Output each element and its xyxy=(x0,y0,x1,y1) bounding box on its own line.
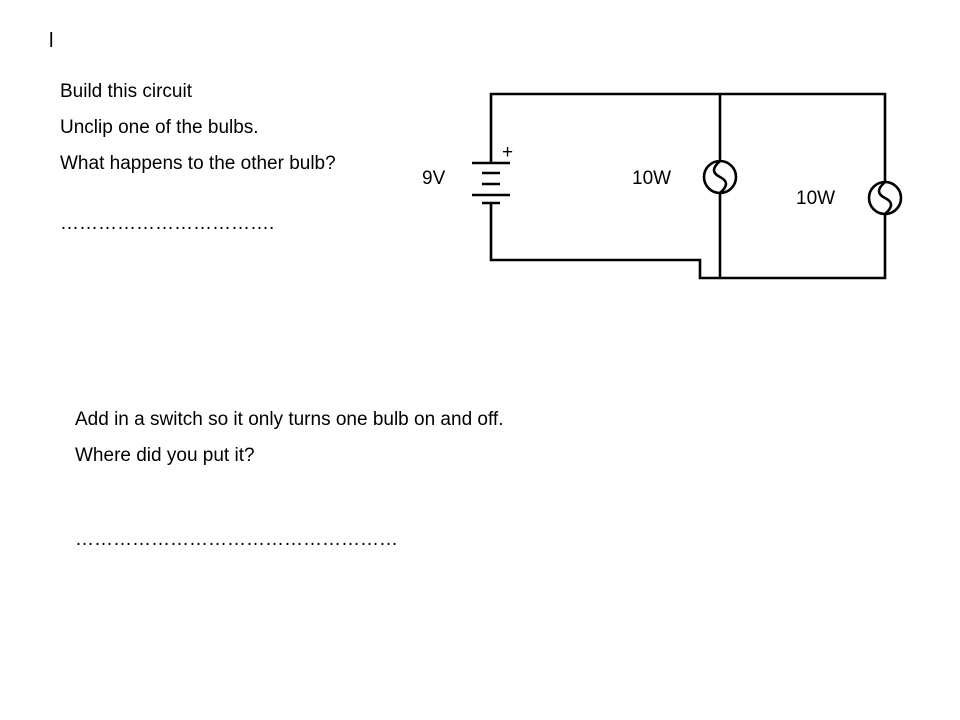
task-2-instruction: Add in a switch so it only turns one bul… xyxy=(75,409,504,430)
task-1-step: Unclip one of the bulbs. xyxy=(60,117,259,138)
task-2: Add in a switch so it only turns one bul… xyxy=(75,408,515,552)
task-1: Build this circuit Unclip one of the bul… xyxy=(60,80,360,236)
bulb-1-filament xyxy=(712,160,728,194)
circuit-wire-top xyxy=(489,92,887,280)
task-1-instruction: Build this circuit xyxy=(60,81,192,102)
task-1-answer-line: ……………………………. xyxy=(60,213,275,234)
task-2-question: Where did you put it? xyxy=(75,445,255,466)
task-1-question: What happens to the other bulb? xyxy=(60,153,336,174)
task-2-answer-line: …………………………………………… xyxy=(75,529,398,550)
bulb-2-filament xyxy=(877,181,893,215)
battery-polarity-label: + xyxy=(502,142,513,163)
battery-label: 9V xyxy=(422,168,446,189)
bulb-1-label: 10W xyxy=(632,168,671,189)
circuit-diagram: + 9V 10W 10W xyxy=(422,92,903,280)
bulb-2-label: 10W xyxy=(796,188,835,209)
corner-mark: l xyxy=(49,30,54,52)
